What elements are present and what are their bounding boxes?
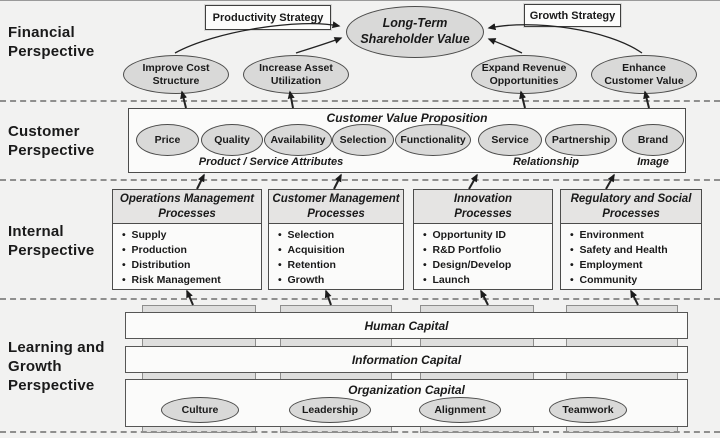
customer-value-proposition-title: Customer Value Proposition xyxy=(326,111,488,125)
culture-oval: Culture xyxy=(161,397,239,423)
list-item: Community xyxy=(570,273,699,288)
price-oval: Price xyxy=(136,124,199,156)
human-capital-bar: Human Capital xyxy=(125,312,688,339)
innovation-box: Innovation Processes Opportunity ID R&D … xyxy=(413,189,553,290)
list-item: Selection xyxy=(278,228,401,243)
growth-strategy-box: Growth Strategy xyxy=(524,4,621,27)
customer-value-proposition-panel: Customer Value Proposition Price Quality… xyxy=(128,108,686,173)
expand-revenue-opportunities-oval: Expand Revenue Opportunities xyxy=(471,55,577,94)
list-item: Acquisition xyxy=(278,243,401,258)
list-item: Environment xyxy=(570,228,699,243)
label-learning-growth-perspective: Learning and Growth Perspective xyxy=(8,339,105,395)
divider-internal-learning xyxy=(0,298,720,300)
operations-management-list: Supply Production Distribution Risk Mana… xyxy=(113,228,261,288)
innovation-title: Innovation Processes xyxy=(414,190,552,224)
list-item: Employment xyxy=(570,258,699,273)
operations-management-box: Operations Management Processes Supply P… xyxy=(112,189,262,290)
human-capital-title: Human Capital xyxy=(364,318,449,333)
increase-asset-utilization-oval: Increase Asset Utilization xyxy=(243,55,349,94)
information-capital-bar: Information Capital xyxy=(125,346,688,373)
list-item: Distribution xyxy=(122,258,259,273)
list-item: Growth xyxy=(278,273,401,288)
list-item: Safety and Health xyxy=(570,243,699,258)
service-oval: Service xyxy=(478,124,542,156)
organization-capital-bar: Organization Capital Culture Leadership … xyxy=(125,379,688,427)
list-item: Risk Management xyxy=(122,273,259,288)
quality-oval: Quality xyxy=(201,124,263,156)
teamwork-oval: Teamwork xyxy=(549,397,627,423)
divider-bottom xyxy=(0,431,720,433)
list-item: Design/Develop xyxy=(423,258,550,273)
label-internal-perspective: Internal Perspective xyxy=(8,223,95,260)
customer-management-title: Customer Management Processes xyxy=(269,190,403,224)
product-service-attributes-label: Product / Service Attributes xyxy=(198,156,344,168)
enhance-customer-value-oval: Enhance Customer Value xyxy=(591,55,697,94)
customer-management-box: Customer Management Processes Selection … xyxy=(268,189,404,290)
regulatory-social-title: Regulatory and Social Processes xyxy=(561,190,701,224)
alignment-oval: Alignment xyxy=(419,397,501,423)
list-item: Opportunity ID xyxy=(423,228,550,243)
image-label: Image xyxy=(637,156,669,168)
relationship-label: Relationship xyxy=(512,156,580,168)
brand-oval: Brand xyxy=(622,124,684,156)
divider-financial-customer xyxy=(0,100,720,102)
list-item: Production xyxy=(122,243,259,258)
improve-cost-structure-oval: Improve Cost Structure xyxy=(123,55,229,94)
long-term-shareholder-value-oval: Long-Term Shareholder Value xyxy=(346,6,484,58)
divider-customer-internal xyxy=(0,179,720,181)
list-item: Launch xyxy=(423,273,550,288)
list-item: Retention xyxy=(278,258,401,273)
functionality-oval: Functionality xyxy=(395,124,471,156)
productivity-strategy-box: Productivity Strategy xyxy=(205,5,331,30)
regulatory-social-box: Regulatory and Social Processes Environm… xyxy=(560,189,702,290)
customer-management-list: Selection Acquisition Retention Growth xyxy=(269,228,403,288)
innovation-list: Opportunity ID R&D Portfolio Design/Deve… xyxy=(414,228,552,288)
list-item: R&D Portfolio xyxy=(423,243,550,258)
label-customer-perspective: Customer Perspective xyxy=(8,123,95,160)
information-capital-title: Information Capital xyxy=(351,352,462,367)
availability-oval: Availability xyxy=(264,124,332,156)
selection-oval: Selection xyxy=(332,124,394,156)
list-item: Supply xyxy=(122,228,259,243)
leadership-oval: Leadership xyxy=(289,397,371,423)
regulatory-social-list: Environment Safety and Health Employment… xyxy=(561,228,701,288)
operations-management-title: Operations Management Processes xyxy=(113,190,261,224)
organization-capital-title: Organization Capital xyxy=(348,383,465,397)
label-financial-perspective: Financial Perspective xyxy=(8,24,95,61)
partnership-oval: Partnership xyxy=(545,124,617,156)
